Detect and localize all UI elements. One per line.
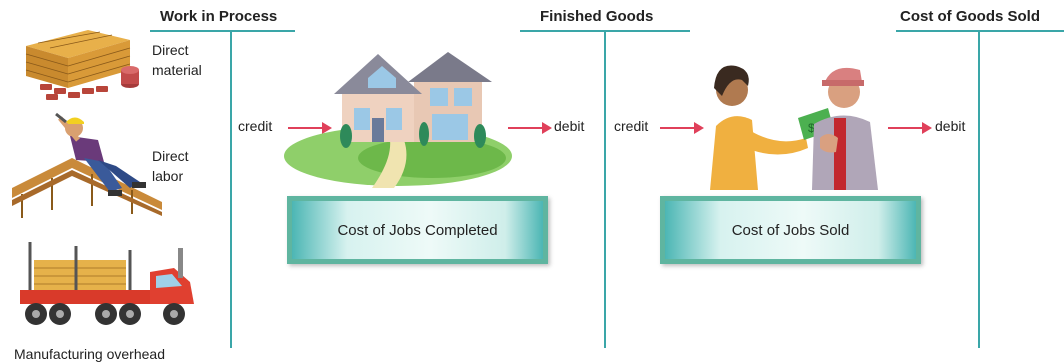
cogs-account-title: Cost of Goods Sold — [900, 8, 1040, 25]
direct-labor-label-line2: labor — [152, 168, 184, 184]
fg-debit-label: debit — [554, 118, 585, 134]
direct-material-illustration — [25, 30, 139, 100]
direct-material-label-line1: Direct — [152, 42, 189, 58]
svg-text:$: $ — [808, 121, 815, 135]
manufacturing-overhead-truck-illustration — [20, 242, 194, 325]
cost-of-jobs-sold-text: Cost of Jobs Sold — [731, 221, 850, 239]
fg-account-title: Finished Goods — [540, 8, 654, 25]
fg-debit-arrow — [508, 122, 552, 134]
sale-exchange-illustration: $ — [710, 65, 878, 190]
cost-of-jobs-completed-text: Cost of Jobs Completed — [337, 221, 498, 239]
fg-credit-arrow — [660, 122, 704, 134]
direct-labor-label: Direct labor — [152, 146, 189, 186]
direct-labor-illustration — [12, 112, 162, 218]
cost-of-jobs-completed-box: Cost of Jobs Completed — [287, 196, 548, 264]
wip-credit-arrow — [288, 122, 332, 134]
fg-credit-label: credit — [614, 118, 649, 134]
direct-material-label-line2: material — [152, 62, 202, 78]
wip-t-stem — [230, 30, 232, 348]
direct-material-label: Direct material — [152, 40, 202, 80]
fg-t-stem — [604, 30, 606, 348]
wip-account-title: Work in Process — [160, 8, 278, 25]
wip-credit-label: credit — [238, 118, 273, 134]
cogs-debit-arrow — [888, 122, 932, 134]
cogs-t-stem — [978, 30, 980, 348]
cogs-debit-label: debit — [935, 118, 966, 134]
wip-t-bar — [150, 30, 295, 32]
cost-of-jobs-sold-box: Cost of Jobs Sold — [660, 196, 921, 264]
cogs-t-bar — [896, 30, 1064, 32]
completed-house-illustration — [284, 52, 512, 188]
direct-labor-label-line1: Direct — [152, 148, 189, 164]
manufacturing-overhead-label: Manufacturing overhead — [14, 346, 165, 362]
